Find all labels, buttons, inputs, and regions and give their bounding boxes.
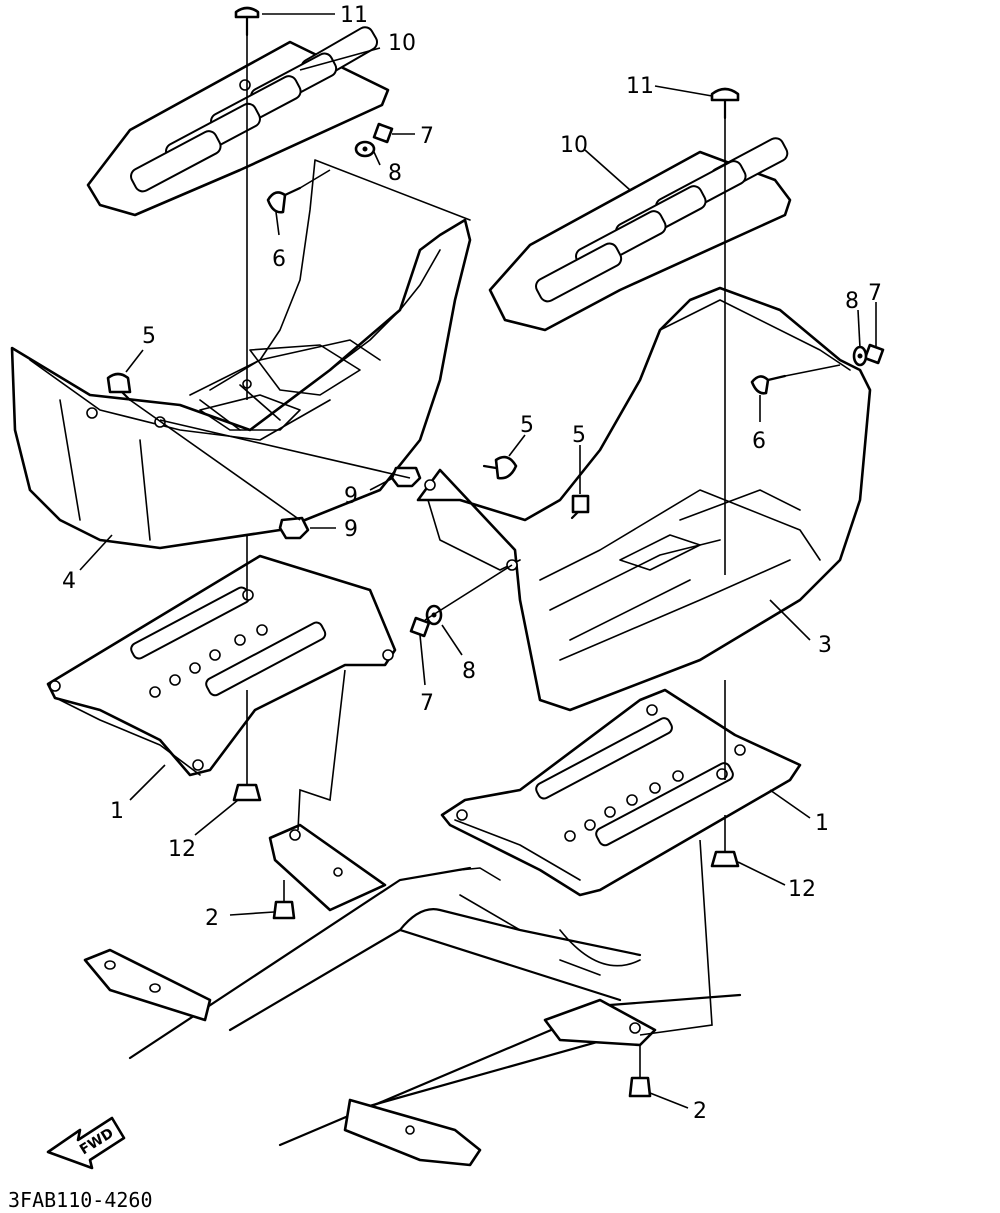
callout-11-left: 11	[340, 3, 368, 28]
footrest-left	[10, 159, 472, 550]
callout-10-right: 10	[560, 133, 588, 158]
callout-6-left: 6	[272, 247, 286, 272]
bolt-6-right	[750, 374, 787, 395]
callout-7-right: 7	[868, 281, 882, 306]
callout-7-left: 7	[420, 124, 434, 149]
callout-8-right: 8	[845, 289, 859, 314]
bolt-5-right	[570, 494, 590, 520]
callout-5-left: 5	[142, 324, 156, 349]
footrest-plate-left	[86, 26, 390, 217]
callout-2-right: 2	[693, 1099, 707, 1124]
callout-1-right: 1	[815, 811, 829, 836]
callout-1-left: 1	[110, 799, 124, 824]
callout-5-mid: 5	[520, 413, 534, 438]
callout-12-left: 12	[168, 837, 196, 862]
callout-4: 4	[62, 569, 76, 594]
callout-8-mid: 8	[462, 659, 476, 684]
bolt-11-left	[234, 6, 260, 37]
callout-leaders	[79, 13, 877, 1109]
bolt-5-left	[106, 372, 132, 402]
frame-assembly	[83, 823, 742, 1167]
bolt-5-mid	[482, 455, 518, 480]
callout-5-right: 5	[572, 423, 586, 448]
callout-10-left: 10	[388, 31, 416, 56]
callout-6-right: 6	[752, 429, 766, 454]
callout-3: 3	[818, 633, 832, 658]
callout-9-lower: 9	[344, 517, 358, 542]
footrest-right	[416, 286, 872, 712]
callout-12-right: 12	[788, 877, 816, 902]
protector-plate-right	[440, 688, 802, 897]
alignment-lines	[129, 35, 841, 1078]
protector-plate-left	[46, 554, 397, 777]
fwd-arrow: FWD	[46, 1116, 126, 1170]
bolt-6-left	[266, 186, 302, 214]
callout-7-mid: 7	[420, 691, 434, 716]
callout-11-right: 11	[626, 74, 654, 99]
footrest-plate-right	[488, 137, 792, 332]
diagram-code: 3FAB110-4260	[8, 1188, 153, 1212]
plate-right-holes	[564, 770, 684, 842]
callout-9-upper: 9	[344, 484, 358, 509]
callout-8-left: 8	[388, 161, 402, 186]
bolt-11-right	[710, 87, 740, 120]
plate-left-holes	[149, 624, 268, 698]
plate-left-slots	[130, 26, 379, 193]
callout-labels: 11 10 7 8 6 5 9 9 4 1 12 2 11 10 8 7 6 5…	[62, 3, 882, 1124]
callout-2-left: 2	[205, 906, 219, 931]
